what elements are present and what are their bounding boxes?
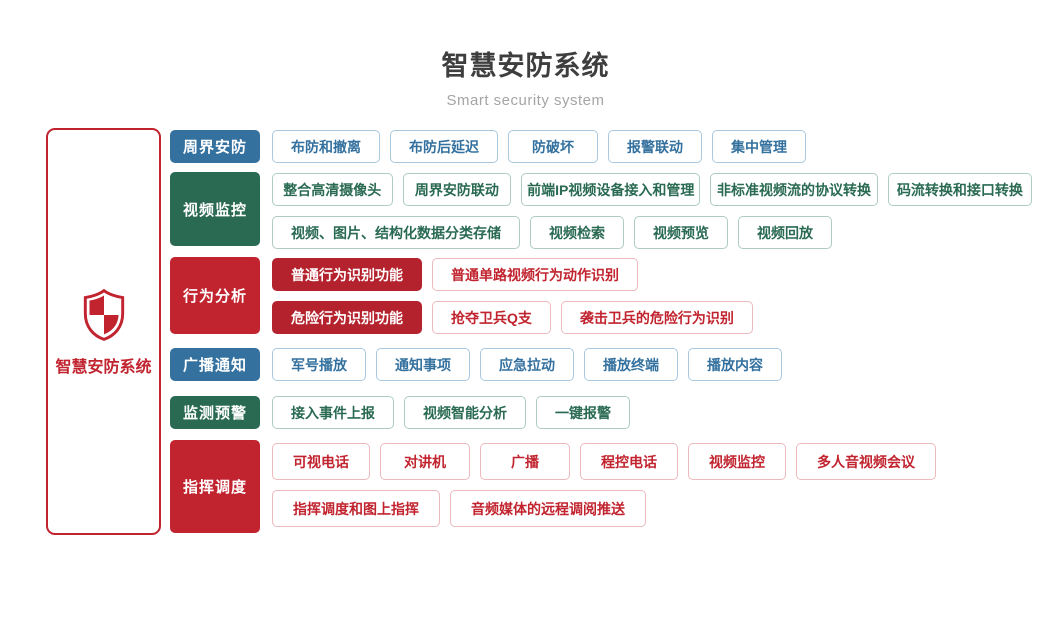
chip-row: 可视电话对讲机广播程控电话视频监控多人音视频会议 bbox=[272, 443, 1032, 480]
feature-chip: 报警联动 bbox=[608, 130, 702, 163]
chip-row: 指挥调度和图上指挥音频媒体的远程调阅推送 bbox=[272, 490, 1032, 527]
feature-chip: 通知事项 bbox=[376, 348, 470, 381]
chip-row: 军号播放通知事项应急拉动播放终端播放内容 bbox=[272, 348, 1032, 381]
chip-row: 整合高清摄像头周界安防联动前端IP视频设备接入和管理非标准视频流的协议转换码流转… bbox=[272, 173, 1032, 206]
chip-group-dispatch: 可视电话对讲机广播程控电话视频监控多人音视频会议指挥调度和图上指挥音频媒体的远程… bbox=[272, 443, 1032, 537]
feature-chip: 集中管理 bbox=[712, 130, 806, 163]
feature-chip: 可视电话 bbox=[272, 443, 370, 480]
feature-chip: 对讲机 bbox=[380, 443, 470, 480]
shield-icon bbox=[83, 288, 124, 341]
feature-chip: 视频预览 bbox=[634, 216, 728, 249]
feature-chip: 周界安防联动 bbox=[402, 173, 512, 206]
feature-chip: 视频监控 bbox=[688, 443, 786, 480]
feature-chip: 一键报警 bbox=[536, 396, 630, 429]
feature-chip: 整合高清摄像头 bbox=[272, 173, 393, 206]
feature-chip: 非标准视频流的协议转换 bbox=[710, 173, 878, 206]
category-video: 视频监控 bbox=[170, 172, 260, 246]
feature-chip: 码流转换和接口转换 bbox=[887, 173, 1032, 206]
feature-chip: 前端IP视频设备接入和管理 bbox=[521, 173, 701, 206]
feature-chip: 视频、图片、结构化数据分类存储 bbox=[272, 216, 520, 249]
feature-chip: 军号播放 bbox=[272, 348, 366, 381]
chip-group-video: 整合高清摄像头周界安防联动前端IP视频设备接入和管理非标准视频流的协议转换码流转… bbox=[272, 173, 1032, 259]
feature-chip: 接入事件上报 bbox=[272, 396, 394, 429]
category-behavior: 行为分析 bbox=[170, 257, 260, 334]
feature-chip: 防破坏 bbox=[508, 130, 598, 163]
category-dispatch: 指挥调度 bbox=[170, 440, 260, 533]
chip-group-behavior: 普通行为识别功能普通单路视频行为动作识别危险行为识别功能抢夺卫兵Q支袭击卫兵的危… bbox=[272, 258, 1032, 344]
feature-chip: 多人音视频会议 bbox=[796, 443, 936, 480]
feature-chip: 危险行为识别功能 bbox=[272, 301, 422, 334]
feature-chip: 布防后延迟 bbox=[390, 130, 498, 163]
feature-chip: 指挥调度和图上指挥 bbox=[272, 490, 440, 527]
page-title: 智慧安防系统 bbox=[441, 51, 610, 81]
category-broadcast: 广播通知 bbox=[170, 348, 260, 381]
chip-row: 视频、图片、结构化数据分类存储视频检索视频预览视频回放 bbox=[272, 216, 1032, 249]
chip-row: 危险行为识别功能抢夺卫兵Q支袭击卫兵的危险行为识别 bbox=[272, 301, 1032, 334]
chip-group-monitor: 接入事件上报视频智能分析一键报警 bbox=[272, 396, 1032, 439]
root-node-label: 智慧安防系统 bbox=[55, 358, 152, 376]
root-node: 智慧安防系统 bbox=[46, 128, 161, 535]
chip-row: 普通行为识别功能普通单路视频行为动作识别 bbox=[272, 258, 1032, 291]
feature-chip: 普通行为识别功能 bbox=[272, 258, 422, 291]
feature-chip: 抢夺卫兵Q支 bbox=[432, 301, 551, 334]
chip-row: 接入事件上报视频智能分析一键报警 bbox=[272, 396, 1032, 429]
feature-chip: 程控电话 bbox=[580, 443, 678, 480]
feature-chip: 播放内容 bbox=[688, 348, 782, 381]
feature-chip: 袭击卫兵的危险行为识别 bbox=[560, 301, 753, 334]
diagram-header: 智慧安防系统 Smart security system bbox=[0, 44, 1051, 109]
chip-group-perimeter: 布防和撤离布防后延迟防破坏报警联动集中管理 bbox=[272, 130, 1032, 173]
feature-chip: 视频检索 bbox=[530, 216, 624, 249]
feature-chip: 普通单路视频行为动作识别 bbox=[432, 258, 638, 291]
feature-chip: 应急拉动 bbox=[480, 348, 574, 381]
chip-row: 布防和撤离布防后延迟防破坏报警联动集中管理 bbox=[272, 130, 1032, 163]
page-subtitle: Smart security system bbox=[446, 92, 605, 109]
feature-chip: 音频媒体的远程调阅推送 bbox=[450, 490, 646, 527]
category-perimeter: 周界安防 bbox=[170, 130, 260, 163]
feature-chip: 视频智能分析 bbox=[404, 396, 526, 429]
category-monitor: 监测预警 bbox=[170, 396, 260, 429]
chip-group-broadcast: 军号播放通知事项应急拉动播放终端播放内容 bbox=[272, 348, 1032, 391]
feature-chip: 播放终端 bbox=[584, 348, 678, 381]
feature-chip: 广播 bbox=[480, 443, 570, 480]
feature-chip: 布防和撤离 bbox=[272, 130, 380, 163]
feature-chip: 视频回放 bbox=[738, 216, 832, 249]
